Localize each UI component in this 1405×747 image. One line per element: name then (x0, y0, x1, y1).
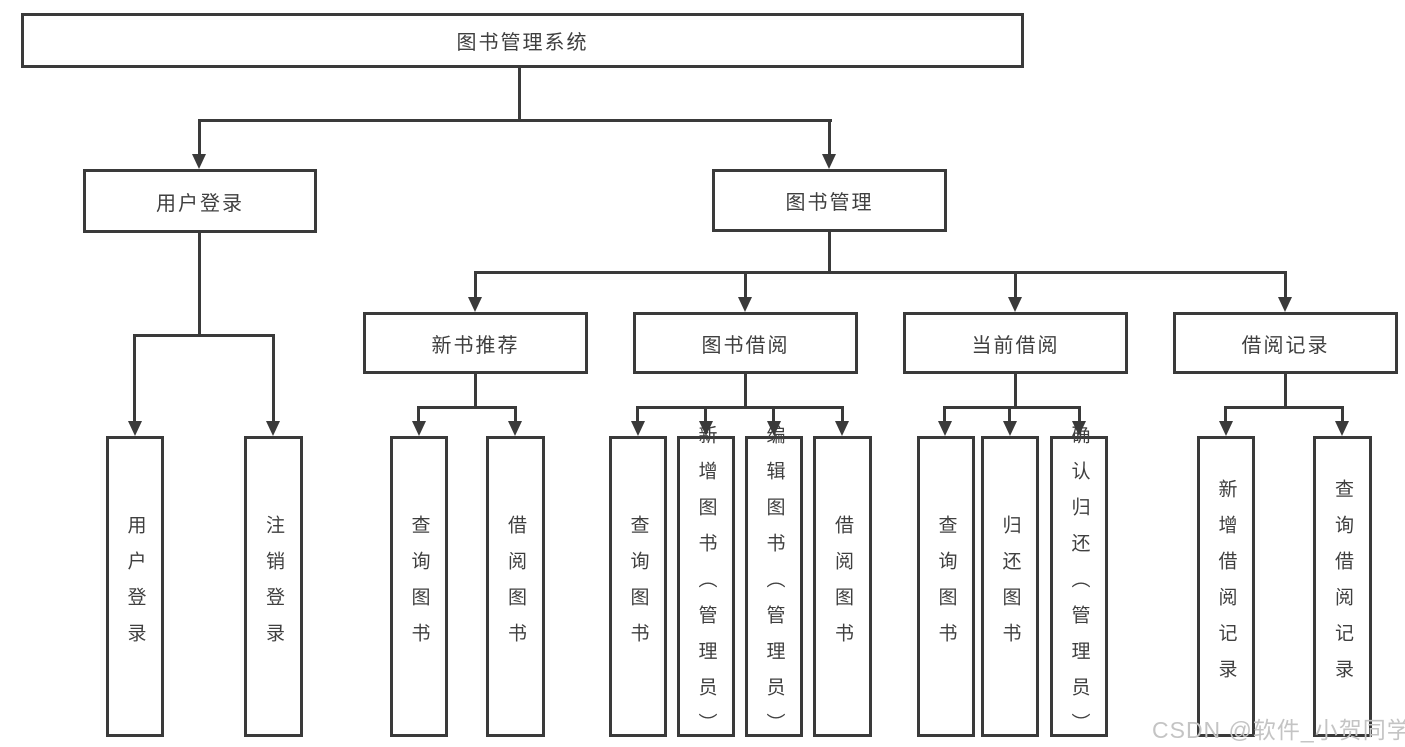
leaf-logout: 注销登录 (244, 436, 303, 737)
connector-line (417, 406, 517, 409)
node-book-management-label: 图书管理 (785, 192, 874, 214)
leaf-borrow-books-label: 借阅图书 (832, 514, 853, 659)
arrowhead-down-icon (631, 421, 645, 436)
leaf-user-login-label: 用户登录 (124, 514, 146, 659)
connector-line (744, 271, 747, 299)
node-root: 图书管理系统 (21, 13, 1024, 68)
arrowhead-down-icon (699, 421, 713, 436)
leaf-recommend-query-books: 查询图书 (390, 436, 448, 737)
csdn-watermark: CSDN @软件_小贺同学 (1152, 717, 1405, 743)
leaf-edit-book-admin-label: 编辑图书︵管理员︶ (763, 424, 785, 747)
node-book-borrow: 图书借阅 (633, 312, 858, 374)
arrowhead-down-icon (508, 421, 522, 436)
leaf-add-book-admin: 新增图书︵管理员︶ (677, 425, 735, 747)
arrowhead-down-icon (192, 154, 206, 169)
arrowhead-down-icon (128, 421, 142, 436)
connector-line (828, 119, 831, 156)
leaf-user-login: 用户登录 (106, 436, 164, 737)
leaf-return-books-label: 归还图书 (999, 514, 1021, 659)
connector-line (518, 68, 521, 122)
connector-line (198, 233, 201, 337)
connector-line (1014, 374, 1017, 409)
connector-line (417, 406, 420, 423)
arrowhead-down-icon (1003, 421, 1017, 436)
arrowhead-down-icon (468, 297, 482, 312)
arrowhead-down-icon (1278, 297, 1292, 312)
leaf-current-query-books: 查询图书 (917, 436, 975, 737)
leaf-confirm-return-admin: 确认归还︵管理员︶ (1050, 425, 1108, 747)
connector-line (474, 271, 1287, 274)
leaf-current-query-books-label: 查询图书 (935, 514, 957, 659)
leaf-logout-label: 注销登录 (263, 514, 284, 659)
node-book-borrow-label: 图书借阅 (701, 334, 790, 357)
connector-line (943, 406, 1081, 409)
connector-line (474, 374, 477, 409)
arrowhead-down-icon (938, 421, 952, 436)
connector-line (198, 119, 201, 156)
connector-line (514, 406, 517, 423)
leaf-borrow-query-books-label: 查询图书 (627, 514, 649, 659)
connector-line (474, 271, 477, 299)
connector-line (272, 334, 275, 422)
connector-line (1284, 374, 1287, 409)
leaf-borrow-books: 借阅图书 (813, 436, 872, 737)
node-borrow-records-label: 借阅记录 (1241, 334, 1330, 357)
leaf-recommend-borrow-books-label: 借阅图书 (505, 514, 526, 659)
connector-line (943, 406, 946, 423)
leaf-edit-book-admin: 编辑图书︵管理员︶ (745, 425, 803, 747)
node-new-book-recommend: 新书推荐 (363, 312, 588, 374)
leaf-recommend-borrow-books: 借阅图书 (486, 436, 545, 737)
arrowhead-down-icon (412, 421, 426, 436)
arrowhead-down-icon (822, 154, 836, 169)
connector-line (704, 406, 707, 423)
node-root-label: 图书管理系统 (456, 32, 589, 54)
leaf-borrow-query-books: 查询图书 (609, 436, 667, 737)
node-borrow-records: 借阅记录 (1173, 312, 1398, 374)
connector-line (133, 334, 275, 337)
leaf-recommend-query-books-label: 查询图书 (408, 514, 430, 659)
leaf-add-borrow-record: 新增借阅记录 (1197, 436, 1255, 737)
connector-line (1008, 406, 1011, 423)
connector-line (1224, 406, 1227, 423)
leaf-add-borrow-record-label: 新增借阅记录 (1215, 478, 1237, 695)
leaf-return-books: 归还图书 (981, 436, 1039, 737)
connector-line (198, 119, 832, 122)
connector-line (1224, 406, 1344, 409)
arrowhead-down-icon (1072, 421, 1086, 436)
node-current-borrow-label: 当前借阅 (971, 334, 1060, 357)
arrowhead-down-icon (835, 421, 849, 436)
connector-line (636, 406, 844, 409)
arrowhead-down-icon (1219, 421, 1233, 436)
node-current-borrow: 当前借阅 (903, 312, 1128, 374)
leaf-query-borrow-record: 查询借阅记录 (1313, 436, 1372, 737)
node-new-book-recommend-label: 新书推荐 (431, 334, 520, 357)
arrowhead-down-icon (738, 297, 752, 312)
connector-line (841, 406, 844, 423)
connector-line (772, 406, 775, 423)
connector-line (828, 232, 831, 274)
node-book-management: 图书管理 (712, 169, 947, 232)
connector-line (744, 374, 747, 409)
node-user-login: 用户登录 (83, 169, 317, 233)
connector-line (1078, 406, 1081, 423)
connector-line (1014, 271, 1017, 299)
leaf-query-borrow-record-label: 查询借阅记录 (1332, 478, 1353, 695)
connector-line (1341, 406, 1344, 423)
arrowhead-down-icon (1335, 421, 1349, 436)
node-user-login-label: 用户登录 (156, 192, 244, 215)
arrowhead-down-icon (1008, 297, 1022, 312)
leaf-add-book-admin-label: 新增图书︵管理员︶ (695, 424, 717, 747)
connector-line (1284, 271, 1287, 299)
arrowhead-down-icon (266, 421, 280, 436)
arrowhead-down-icon (767, 421, 781, 436)
connector-line (636, 406, 639, 423)
leaf-confirm-return-admin-label: 确认归还︵管理员︶ (1068, 424, 1090, 747)
connector-line (133, 334, 136, 422)
